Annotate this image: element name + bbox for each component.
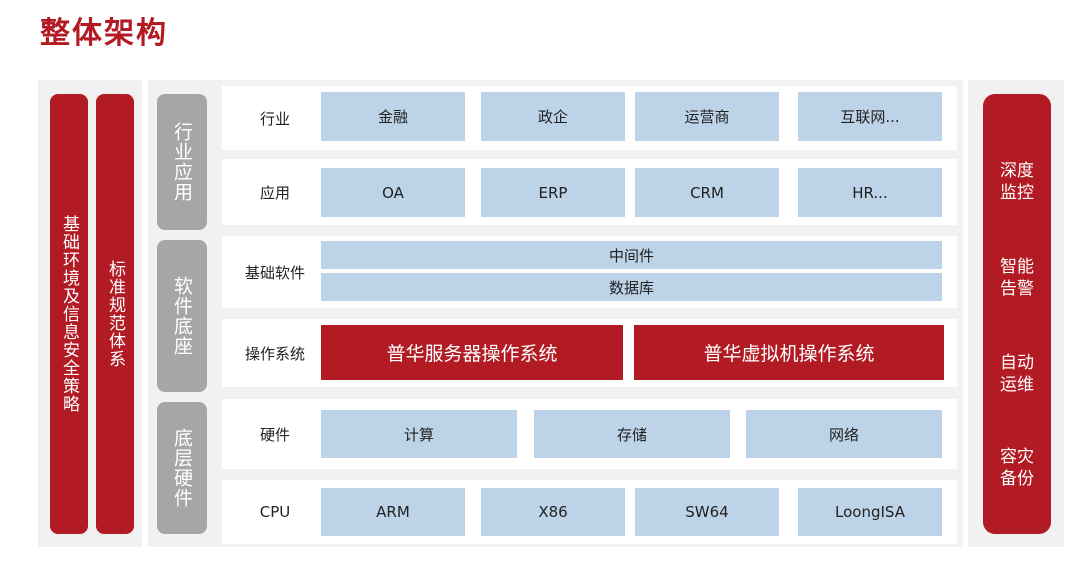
row-industry: 行业 金融 政企 运营商 互联网... [222, 86, 957, 150]
cell-hr: HR... [798, 168, 942, 217]
security-policy-bar: 基础环境及信息安全策略 [50, 94, 88, 534]
cell-x86: X86 [481, 488, 625, 536]
cell-operator: 运营商 [635, 92, 779, 141]
main-panel [148, 80, 963, 547]
row-label: 行业 [259, 109, 290, 128]
group-software-base: 软件底座 [157, 240, 207, 392]
row-application: 应用 OA ERP CRM HR... [222, 159, 957, 225]
row-label: 操作系统 [244, 344, 305, 363]
cell-government: 政企 [481, 92, 625, 141]
cell-loongisa: LoongISA [798, 488, 942, 536]
row-basic-software: 基础软件 中间件 数据库 [222, 236, 957, 308]
side-item-disaster-backup: 容灾 备份 [1000, 447, 1034, 489]
row-cpu: CPU ARM X86 SW64 LoongISA [222, 480, 957, 544]
row-operating-system: 操作系统 普华服务器操作系统 普华虚拟机操作系统 [222, 319, 957, 387]
cell-internet: 互联网... [798, 92, 942, 141]
cell-oa: OA [321, 168, 465, 217]
cell-crm: CRM [635, 168, 779, 217]
cell-vm-os: 普华虚拟机操作系统 [634, 325, 944, 380]
cell-storage: 存储 [534, 410, 730, 458]
cell-compute: 计算 [321, 410, 517, 458]
cell-network: 网络 [746, 410, 942, 458]
page-title: 整体架构 [40, 16, 168, 51]
group-industry-application: 行业应用 [157, 94, 207, 230]
cell-arm: ARM [321, 488, 465, 536]
row-hardware: 硬件 计算 存储 网络 [222, 399, 957, 469]
side-item-smart-alerting: 智能 告警 [1000, 257, 1034, 299]
side-item-auto-ops: 自动 运维 [1000, 353, 1034, 395]
row-label: 硬件 [259, 425, 290, 444]
cell-erp: ERP [481, 168, 625, 217]
row-label: CPU [259, 503, 291, 521]
side-item-deep-monitoring: 深度 监控 [1000, 161, 1034, 203]
cell-finance: 金融 [321, 92, 465, 141]
cell-sw64: SW64 [635, 488, 779, 536]
cell-database: 数据库 [321, 273, 942, 301]
group-underlying-hardware: 底层硬件 [157, 402, 207, 534]
cell-server-os: 普华服务器操作系统 [321, 325, 623, 380]
row-label: 基础软件 [244, 263, 305, 282]
operations-bar: 深度 监控 智能 告警 自动 运维 容灾 备份 [983, 94, 1051, 534]
standards-system-bar: 标准规范体系 [96, 94, 134, 534]
row-label: 应用 [259, 183, 290, 202]
cell-middleware: 中间件 [321, 241, 942, 269]
